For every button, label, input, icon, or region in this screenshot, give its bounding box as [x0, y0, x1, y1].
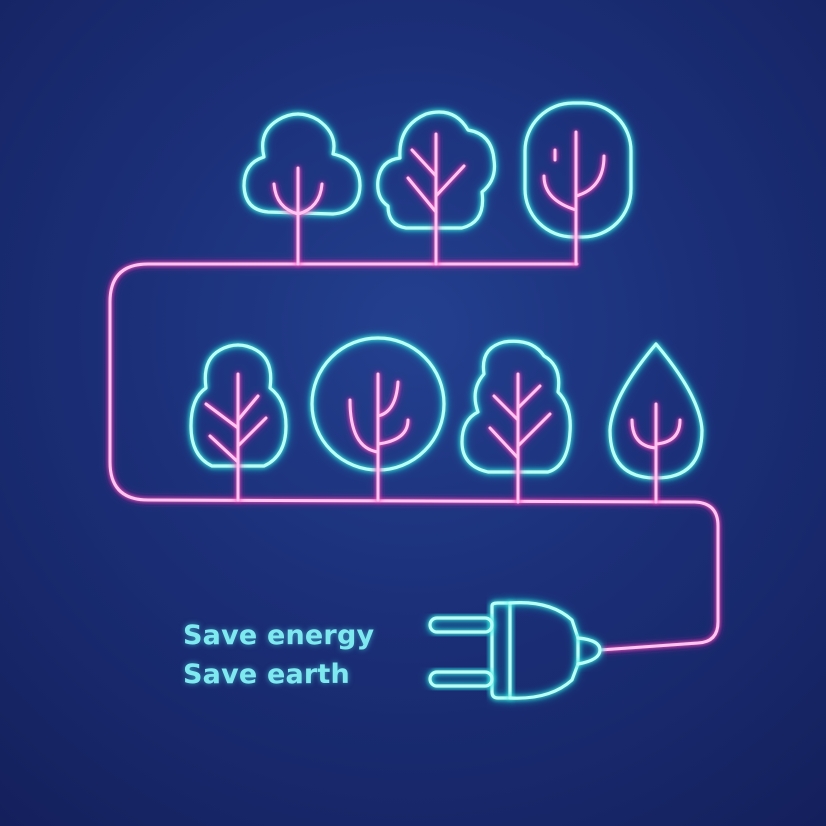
- tree-branches: [406, 132, 466, 266]
- tree-branches: [348, 372, 410, 502]
- tree-5: [310, 336, 446, 502]
- tree-branches: [272, 166, 324, 266]
- tree-2: [376, 110, 497, 266]
- tree-7: [608, 342, 704, 504]
- tree-3: [523, 101, 633, 266]
- tree-branches: [488, 372, 552, 504]
- tree-branches: [542, 130, 606, 266]
- oval-tree-icon: [523, 101, 633, 239]
- slogan: Save energy Save earth: [183, 616, 374, 694]
- tree-branches: [630, 402, 682, 504]
- cloud-tree-icon: [376, 110, 497, 230]
- tree-branches: [204, 372, 268, 502]
- tree-6: [460, 339, 572, 504]
- power-plug-icon: [428, 601, 602, 700]
- slogan-line-2: Save earth: [183, 659, 350, 690]
- power-cord: [108, 262, 720, 652]
- tree-4: [189, 343, 288, 502]
- tree-icon: [460, 339, 572, 474]
- slogan-line-1: Save energy: [183, 620, 375, 651]
- tree-1: [242, 112, 362, 266]
- cloud-tree-icon: [242, 112, 362, 216]
- tree-icon: [189, 343, 288, 468]
